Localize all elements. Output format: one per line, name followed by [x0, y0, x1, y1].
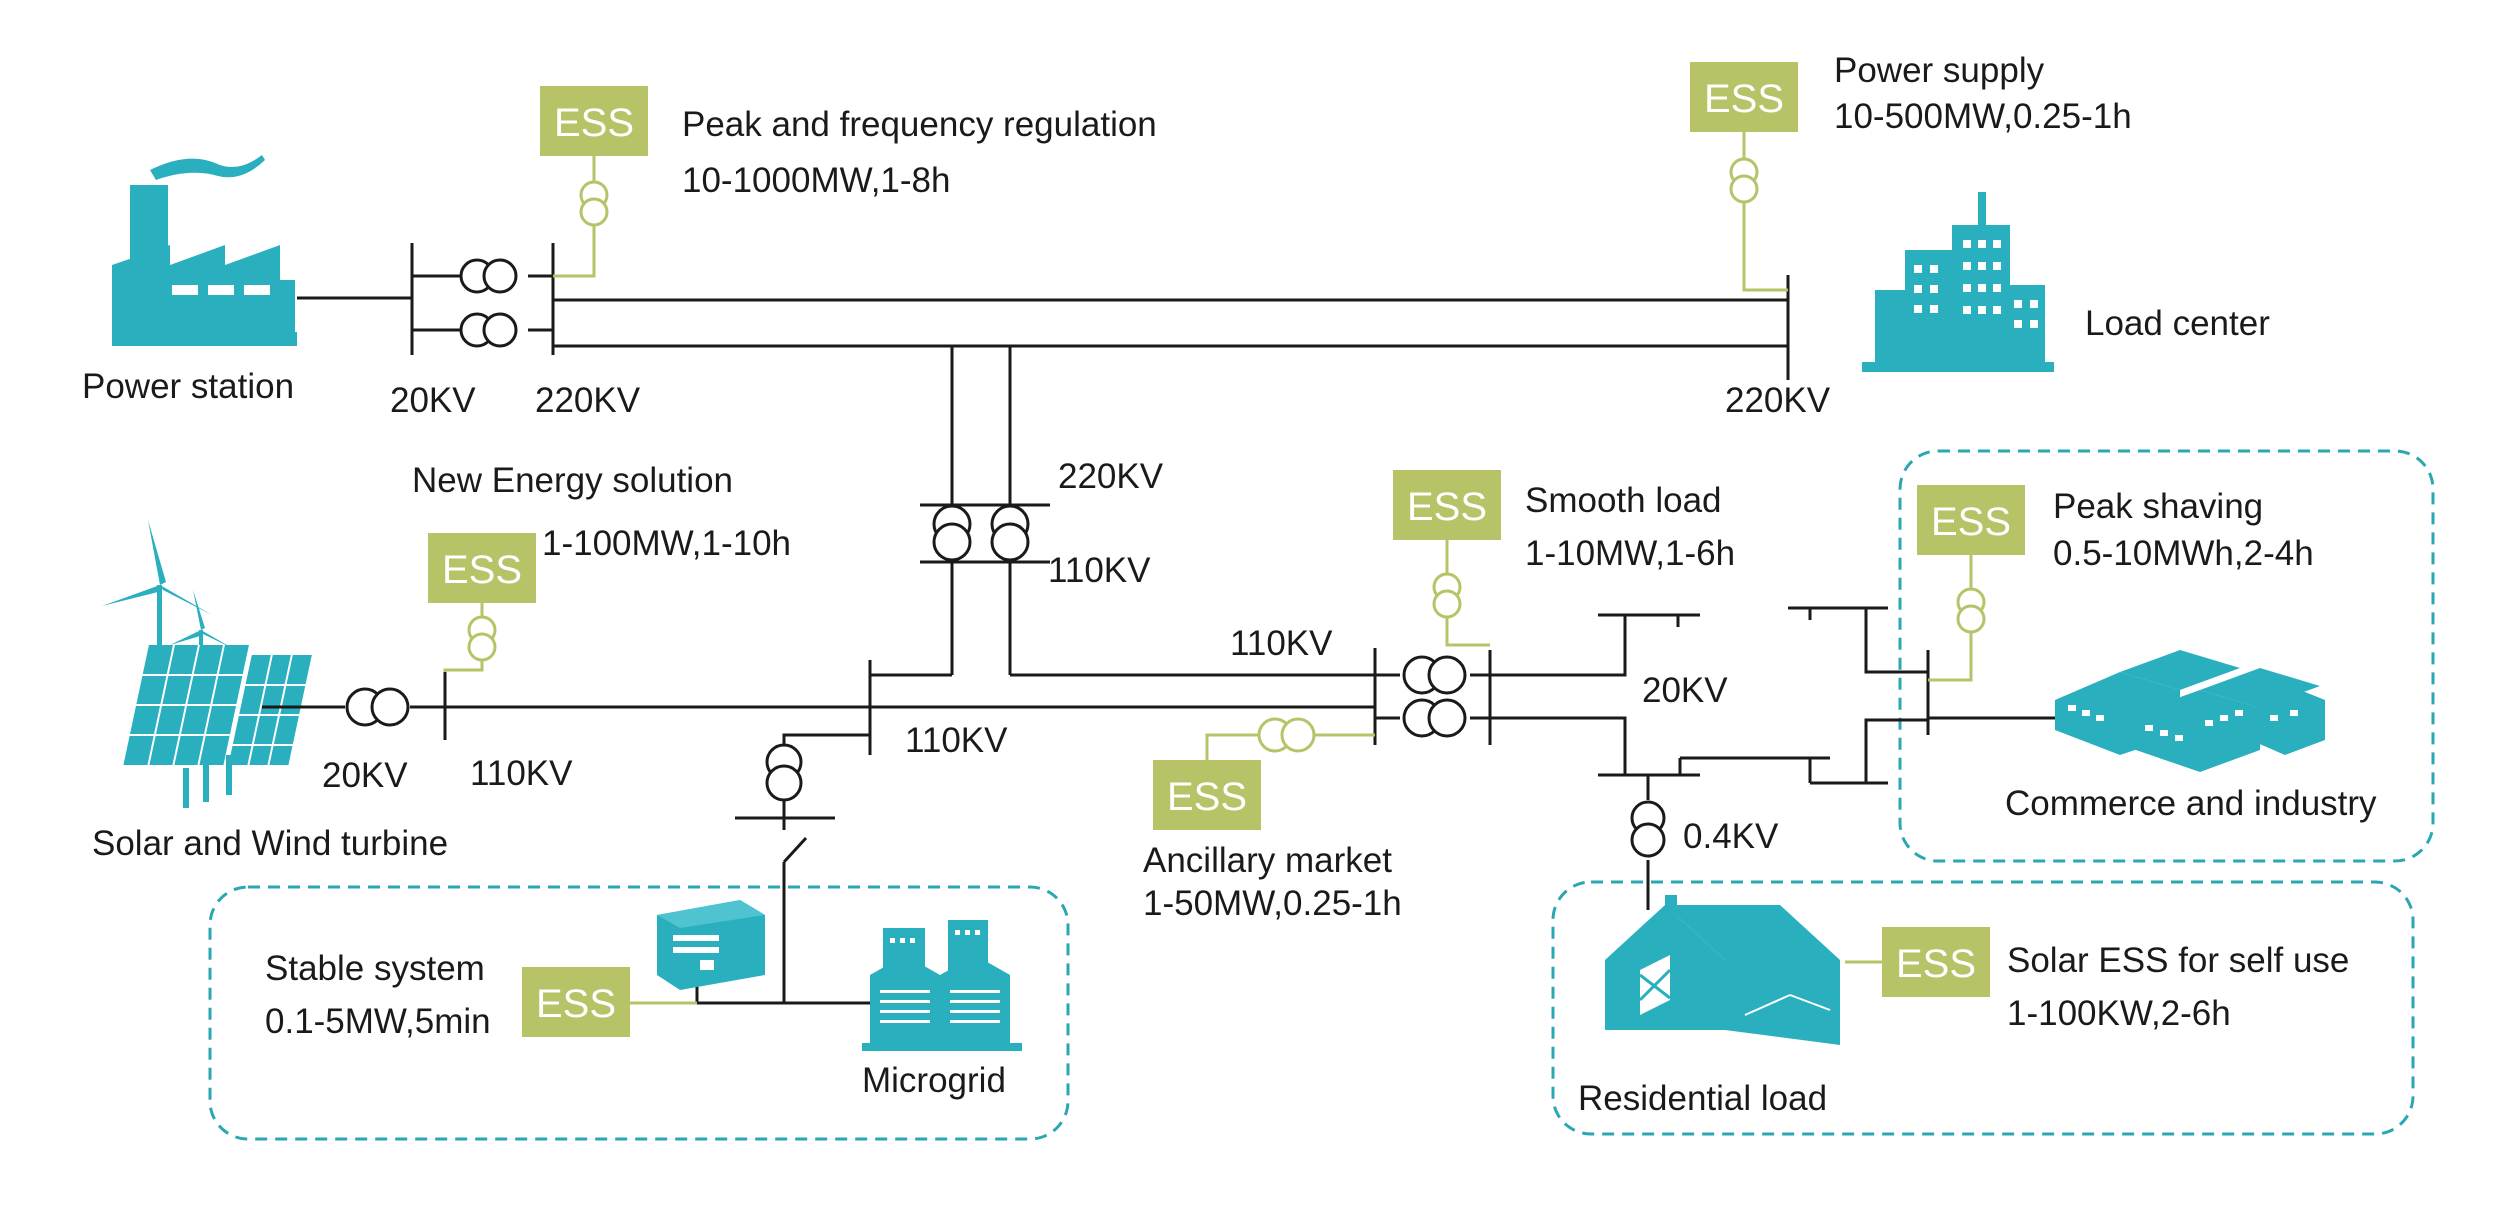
transformer-microgrid — [765, 743, 803, 802]
transformer-station — [459, 258, 518, 348]
microgrid-label: Microgrid — [862, 1061, 1006, 1100]
commerce-group — [1898, 449, 2435, 863]
residential-label: Residential load — [1578, 1079, 1827, 1118]
voltage-220kv-left: 220KV — [535, 381, 641, 420]
commerce-label: Commerce and industry — [2005, 784, 2377, 823]
transformer-solar — [345, 687, 410, 727]
power-supply-title: Power supply — [1834, 51, 2045, 90]
ess-power-supply: ESS — [1690, 62, 1798, 292]
voltage-20kv-station: 20KV — [390, 381, 476, 420]
ancillary-spec: 1-50MW,0.25-1h — [1143, 884, 1402, 923]
residential-icon — [1605, 895, 1840, 1045]
voltage-110kv-bus: 110KV — [905, 721, 1008, 760]
smooth-load-title: Smooth load — [1525, 481, 1722, 520]
svg-text:ESS: ESS — [536, 982, 616, 1026]
peak-shaving-spec: 0.5-10MWh,2-4h — [2053, 534, 2314, 573]
stable-system-group — [208, 885, 1070, 1141]
load-center-icon — [1862, 192, 2054, 372]
transformer-dist — [1402, 655, 1666, 858]
voltage-110kv-mid: 110KV — [1048, 551, 1151, 590]
svg-text:ESS: ESS — [1407, 485, 1487, 529]
peak-frequency-title: Peak and frequency regulation — [682, 105, 1157, 144]
solar-ess-title: Solar ESS for self use — [2007, 941, 2349, 980]
ess-peak-shaving: ESS — [1917, 485, 2025, 682]
residential-group — [1551, 880, 2415, 1136]
power-supply-spec: 10-500MW,0.25-1h — [1834, 97, 2132, 136]
new-energy-spec: 1-100MW,1-10h — [542, 524, 791, 563]
ess-peak-frequency: ESS — [540, 86, 648, 278]
load-center-label: Load center — [2085, 304, 2270, 343]
voltage-20kv-dist: 20KV — [1642, 671, 1728, 710]
svg-text:ESS: ESS — [1896, 942, 1976, 986]
peak-frequency-spec: 10-1000MW,1-8h — [682, 161, 950, 200]
distribution-network — [1373, 606, 2055, 910]
svg-text:ESS: ESS — [1704, 77, 1784, 121]
stable-system-spec: 0.1-5MW,5min — [265, 1002, 491, 1041]
new-energy-title: New Energy solution — [412, 461, 733, 500]
transformer-220-110 — [932, 504, 1030, 562]
ess-new-energy: ESS — [428, 533, 536, 690]
microgrid-icon — [862, 920, 1022, 1051]
ess-stable-system: ESS — [522, 967, 697, 1037]
ess-solar-self-use: ESS — [1845, 927, 1990, 997]
voltage-110kv-right: 110KV — [1230, 624, 1333, 663]
peak-shaving-title: Peak shaving — [2053, 487, 2263, 526]
stable-system-title: Stable system — [265, 949, 485, 988]
voltage-04kv: 0.4KV — [1683, 817, 1779, 856]
power-station-icon — [112, 155, 297, 346]
voltage-220kv-right: 220KV — [1725, 381, 1831, 420]
solar-110kv-line — [262, 660, 1375, 755]
battery-cabinet-icon — [657, 900, 765, 990]
microgrid-branch — [695, 733, 870, 1005]
ess-ancillary: ESS — [1153, 717, 1375, 830]
voltage-20kv-solar: 20KV — [322, 756, 408, 795]
solar-wind-label: Solar and Wind turbine — [92, 824, 448, 863]
ancillary-title: Ancillary market — [1143, 841, 1392, 880]
top-transmission-lines — [297, 243, 1790, 675]
svg-text:ESS: ESS — [554, 101, 634, 145]
voltage-220kv-mid: 220KV — [1058, 457, 1164, 496]
solar-ess-spec: 1-100KW,2-6h — [2007, 994, 2231, 1033]
commerce-icon — [2055, 650, 2325, 772]
solar-wind-icon — [102, 520, 312, 808]
power-station-label: Power station — [82, 367, 294, 406]
ess-smooth-load: ESS — [1393, 470, 1501, 647]
svg-text:ESS: ESS — [442, 548, 522, 592]
svg-text:ESS: ESS — [1167, 775, 1247, 819]
smooth-load-spec: 1-10MW,1-6h — [1525, 534, 1735, 573]
svg-text:ESS: ESS — [1931, 500, 2011, 544]
voltage-110kv-solar: 110KV — [470, 754, 573, 793]
